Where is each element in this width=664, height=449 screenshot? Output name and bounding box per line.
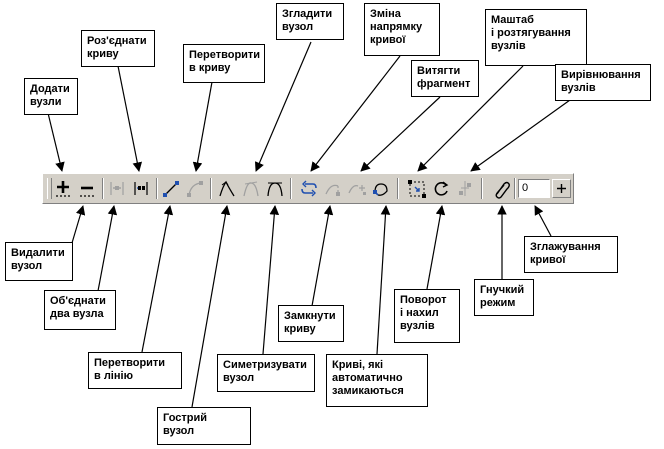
join-nodes-icon: [110, 182, 124, 195]
elastic-mode-button[interactable]: [489, 176, 513, 201]
callout-smooth-node: Згладити вузол: [276, 3, 344, 40]
leader-close-curve: [311, 205, 334, 307]
rotate-icon: [434, 181, 449, 196]
extract-subpath-button[interactable]: [345, 176, 369, 201]
toolbar-separator: [102, 178, 104, 199]
extract-subpath-icon: [348, 185, 366, 195]
callout-auto-close: Криві, які автоматично замикаються: [326, 354, 428, 407]
leader-break-curve: [117, 65, 143, 172]
join-nodes-button[interactable]: [105, 176, 129, 201]
curve-smoothing-input[interactable]: 0: [518, 179, 550, 198]
callout-reverse-direction: Зміна напрямку кривої: [364, 3, 440, 56]
leader-auto-close: [376, 205, 391, 355]
close-curve-button[interactable]: [321, 176, 345, 201]
leader-curve-smoothing: [534, 205, 552, 237]
callout-convert-to-line: Перетворити в лінію: [88, 352, 182, 389]
callout-add-nodes: Додати вузли: [24, 78, 78, 115]
convert-to-line-button[interactable]: [159, 176, 183, 201]
stretch-scale-button[interactable]: [405, 176, 429, 201]
toolbar-separator: [210, 178, 212, 199]
add-nodes-button[interactable]: [51, 176, 75, 201]
smooth-node-button[interactable]: [239, 176, 263, 201]
close-curve-icon: [325, 184, 340, 196]
leader-rotate-skew: [426, 205, 446, 290]
leader-align-nodes: [470, 99, 571, 172]
elastic-mode-icon: [495, 181, 510, 199]
callout-curve-smoothing: Зглажування кривої: [524, 236, 618, 273]
align-nodes-icon: [459, 181, 471, 196]
leader-smooth-node: [254, 41, 312, 172]
leader-delete-node: [71, 205, 86, 244]
convert-to-curve-button[interactable]: [183, 176, 207, 201]
callout-symmetric-node: Симетризувати вузол: [217, 354, 315, 392]
align-nodes-button[interactable]: [453, 176, 477, 201]
cusp-node-icon: [219, 180, 235, 197]
leader-convert-to-curve: [192, 81, 213, 172]
delete-node-button[interactable]: [75, 176, 99, 201]
auto-close-icon: [373, 183, 388, 196]
auto-close-button[interactable]: [369, 176, 393, 201]
stretch-scale-icon: [408, 180, 426, 198]
callout-convert-to-curve: Перетворити в криву: [183, 44, 265, 83]
leader-reverse-direction: [310, 55, 401, 172]
leader-cusp-node: [191, 205, 231, 408]
toolbar-separator: [514, 178, 516, 199]
plus-icon: [56, 181, 70, 197]
toolbar-grip[interactable]: [47, 178, 52, 199]
callout-close-curve: Замкнути криву: [278, 305, 344, 342]
curve-segment-icon: [187, 181, 203, 197]
callout-elastic-mode: Гнучкий режим: [474, 279, 534, 316]
break-curve-icon: [134, 182, 148, 195]
line-segment-icon: [163, 181, 179, 197]
callout-break-curve: Роз'єднати криву: [81, 30, 155, 67]
rotate-skew-button[interactable]: [429, 176, 453, 201]
callout-extract-subpath: Витягти фрагмент: [411, 60, 479, 97]
leader-extract-subpath: [360, 96, 441, 172]
curve-smoothing-slider-button[interactable]: [552, 179, 571, 198]
symmetric-node-icon: [267, 182, 283, 197]
reverse-direction-icon: [301, 180, 317, 197]
toolbar-separator: [290, 178, 292, 199]
cusp-node-button[interactable]: [215, 176, 239, 201]
smooth-node-icon: [243, 181, 259, 197]
node-edit-toolbar: 0: [42, 173, 574, 204]
minus-icon: [80, 186, 94, 197]
leader-stretch-scale: [417, 65, 524, 172]
symmetric-node-button[interactable]: [263, 176, 287, 201]
break-curve-button[interactable]: [129, 176, 153, 201]
toolbar-separator: [397, 178, 399, 199]
callout-stretch-scale: Маштаб і розтягування вузлів: [485, 9, 587, 66]
leader-symmetric-node: [262, 205, 280, 355]
leader-add-nodes: [47, 112, 65, 172]
callout-join-nodes: Об'єднати два вузла: [44, 290, 116, 330]
toolbar-separator: [156, 178, 158, 199]
slider-plus-icon: [557, 184, 566, 193]
callout-cusp-node: Гострий вузол: [157, 407, 251, 445]
callout-rotate-skew: Поворот і нахил вузлів: [394, 289, 460, 343]
leader-join-nodes: [97, 205, 118, 292]
callout-align-nodes: Вирівнювання вузлів: [555, 64, 651, 101]
leader-convert-to-line: [141, 205, 174, 353]
toolbar-separator: [481, 178, 483, 199]
callout-delete-node: Видалити вузол: [5, 242, 73, 281]
reverse-direction-button[interactable]: [297, 176, 321, 201]
